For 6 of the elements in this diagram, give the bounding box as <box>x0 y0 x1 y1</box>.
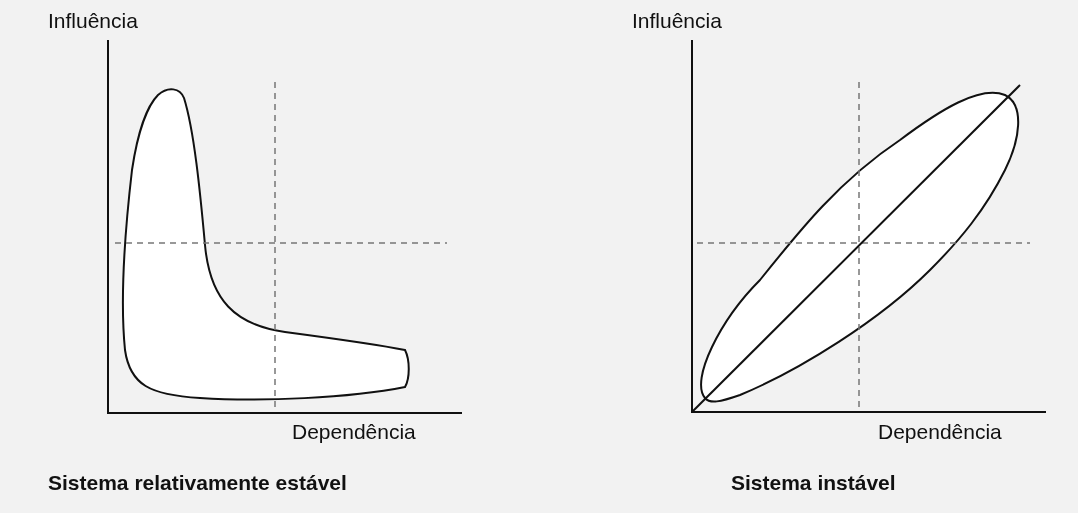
chart-caption: Sistema relativamente estável <box>48 470 347 496</box>
axis-title: Dependência <box>878 419 1002 445</box>
axis-title: Influência <box>632 8 722 34</box>
chart-caption: Sistema instável <box>731 470 896 496</box>
axis-title: Dependência <box>292 419 416 445</box>
axis-title: Influência <box>48 8 138 34</box>
